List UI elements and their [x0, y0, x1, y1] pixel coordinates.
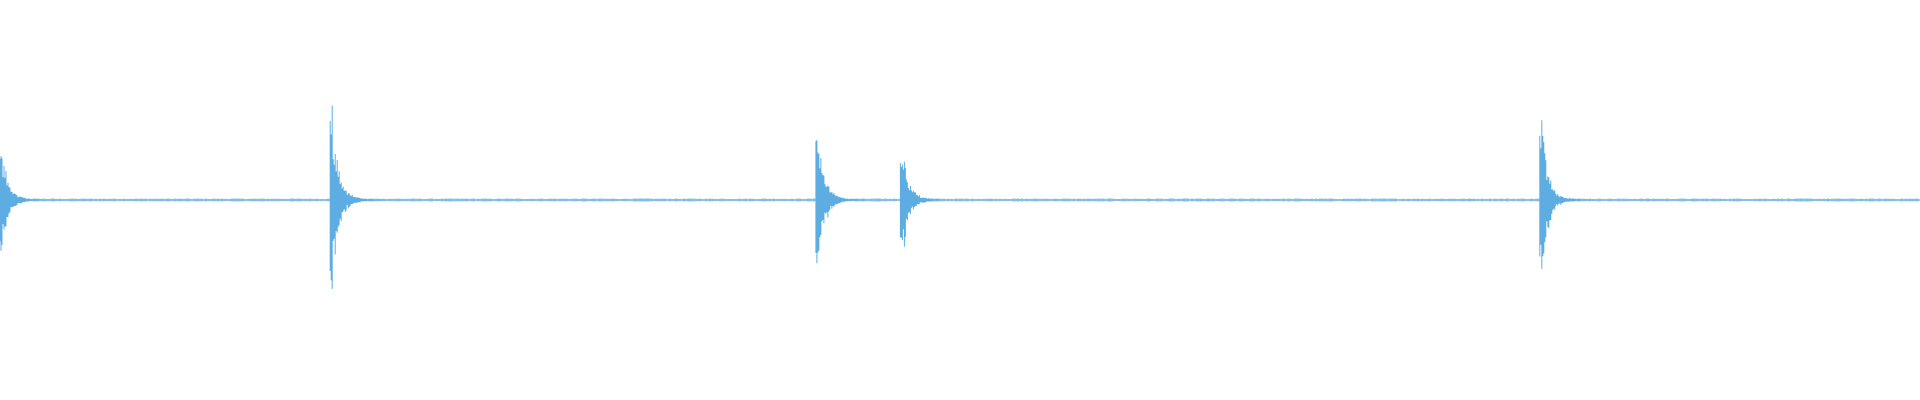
waveform-transient-4 — [899, 161, 962, 247]
waveform-marks — [0, 105, 1920, 289]
waveform-transient-3 — [815, 140, 878, 264]
waveform-transient-5 — [1539, 120, 1602, 269]
waveform-transient-1 — [0, 156, 60, 251]
waveform-transient-2 — [329, 105, 392, 289]
